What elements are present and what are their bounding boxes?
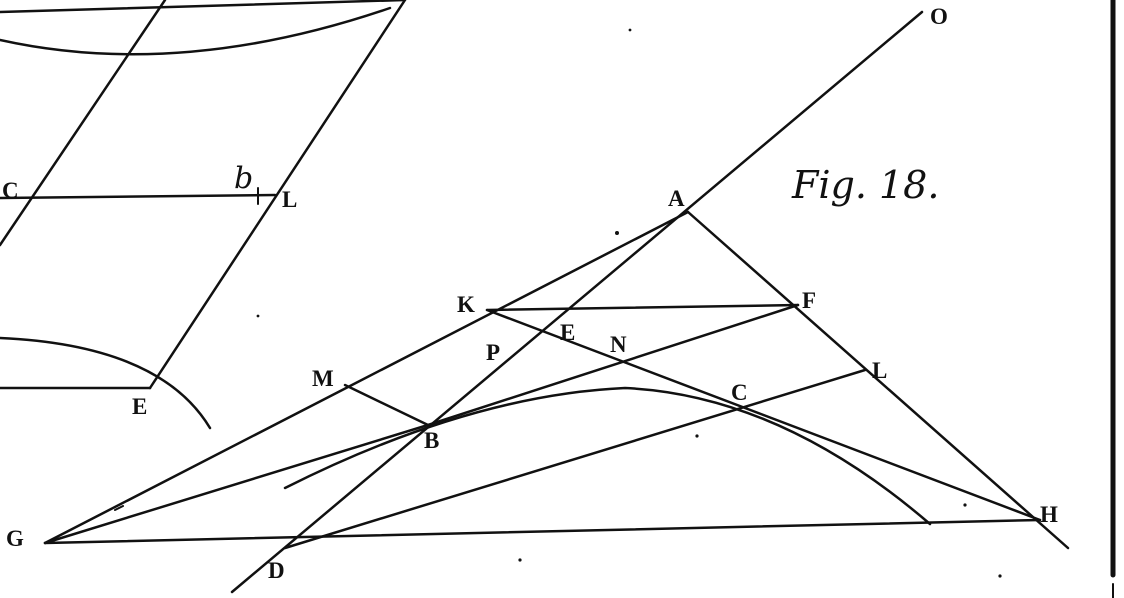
left-label-c: C — [2, 178, 19, 203]
label-m: M — [312, 366, 334, 391]
speck-1 — [615, 231, 619, 235]
label-a: A — [668, 186, 685, 211]
line-b-f — [426, 303, 800, 427]
speck-5 — [998, 574, 1002, 578]
speck-4 — [518, 558, 522, 562]
label-o: O — [930, 4, 948, 29]
label-n: N — [610, 332, 627, 357]
label-c: C — [731, 380, 748, 405]
curve-through-b-c — [283, 386, 932, 526]
left-label-b: b — [234, 161, 253, 196]
left-horizontal-cl — [0, 193, 277, 200]
line-g-h — [43, 518, 1042, 545]
left-diagonal-1 — [0, 0, 167, 247]
left-label-l: L — [282, 187, 297, 212]
left-partial-figure: C b L E — [0, 0, 407, 430]
label-k: K — [457, 292, 475, 317]
speck-6 — [628, 28, 632, 32]
left-top-arc — [0, 6, 392, 56]
speck-3 — [963, 503, 967, 507]
line-a-g — [43, 210, 690, 545]
speck-7 — [256, 314, 260, 318]
tick-near-g — [114, 505, 124, 511]
speck-2 — [695, 434, 699, 438]
label-p: P — [486, 340, 500, 365]
line-k-f — [485, 303, 800, 312]
main-figure: O A K F P E N L M C B G D H — [6, 4, 1070, 594]
label-l: L — [872, 358, 887, 383]
line-m-b — [343, 383, 430, 427]
line-g-b — [43, 423, 430, 545]
line-d-l — [283, 368, 867, 550]
label-f: F — [802, 288, 816, 313]
label-g: G — [6, 526, 24, 551]
left-top-line — [0, 0, 407, 14]
line-a-h — [686, 210, 1070, 550]
left-label-e: E — [132, 394, 147, 419]
label-e: E — [560, 320, 575, 345]
left-bottom-arc — [0, 336, 212, 430]
line-k-h — [485, 308, 1042, 522]
label-h: H — [1040, 502, 1058, 527]
figure-caption: Fig. 18. — [791, 163, 939, 207]
label-d: D — [268, 558, 285, 583]
line-o-d — [230, 10, 924, 594]
left-diagonal-2 — [148, 0, 407, 390]
label-b: B — [424, 428, 439, 453]
